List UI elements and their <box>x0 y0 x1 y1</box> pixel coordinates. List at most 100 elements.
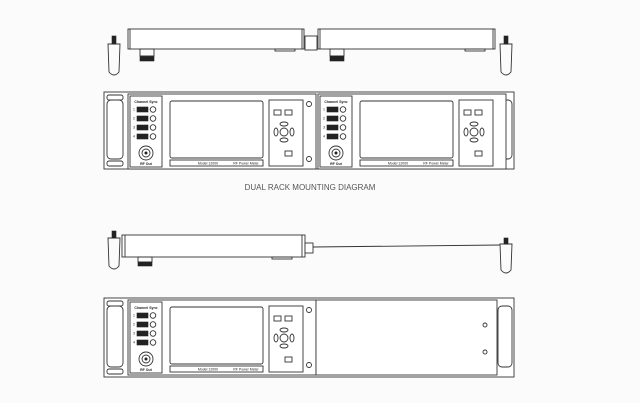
connector-label: RF Out <box>140 368 152 372</box>
up-button[interactable] <box>279 327 289 333</box>
display-screen <box>169 100 264 159</box>
center-bracket <box>304 35 318 51</box>
function-button[interactable] <box>284 109 293 116</box>
right-button[interactable] <box>289 333 295 343</box>
screw-icon <box>306 307 312 313</box>
single-side-view <box>107 230 513 274</box>
channel-display <box>136 106 149 113</box>
channel-number: 2 <box>323 117 325 121</box>
function-button[interactable] <box>284 315 293 322</box>
channel-number: 4 <box>133 135 135 139</box>
channel-display <box>136 312 149 319</box>
channel-knob[interactable] <box>149 312 157 319</box>
unit-body <box>121 234 306 258</box>
unit-body-right <box>317 28 496 50</box>
product-label: RF Power Meter <box>233 368 259 372</box>
display-screen <box>169 306 264 365</box>
left-button[interactable] <box>273 127 279 137</box>
foot <box>139 55 155 62</box>
product-label: RF Power Meter <box>233 162 259 166</box>
channel-knob[interactable] <box>149 330 157 337</box>
channel-number: 1 <box>133 108 135 112</box>
unit-body-left <box>127 28 305 50</box>
left-button[interactable] <box>463 127 469 137</box>
left-button[interactable] <box>273 333 279 343</box>
channel-number: 3 <box>323 126 325 130</box>
up-button[interactable] <box>279 121 289 127</box>
display-screen <box>359 100 454 159</box>
channel-label: Channel Sync <box>324 100 347 104</box>
channel-label: Channel Sync <box>134 306 157 310</box>
connector-label: RF Out <box>330 162 342 166</box>
screw-icon <box>306 362 312 368</box>
dual-front-view: Channel Sync 1 2 3 4 RF Out Model 12000 RF Powe… <box>103 91 515 170</box>
channel-knob[interactable] <box>339 133 347 140</box>
right-handle <box>499 43 513 76</box>
power-button[interactable] <box>284 150 293 157</box>
enter-button[interactable] <box>469 127 479 137</box>
channel-number: 2 <box>133 117 135 121</box>
control-panel <box>268 99 304 167</box>
rf-connector-icon <box>328 145 344 161</box>
channel-number: 1 <box>133 314 135 318</box>
down-button[interactable] <box>279 137 289 143</box>
right-button[interactable] <box>289 127 295 137</box>
channel-display <box>136 339 149 346</box>
function-button[interactable] <box>463 109 472 116</box>
channel-display <box>326 133 339 140</box>
down-button[interactable] <box>279 343 289 349</box>
connector-label: RF Out <box>140 162 152 166</box>
channel-display <box>136 321 149 328</box>
channel-knob[interactable] <box>149 133 157 140</box>
left-handle <box>107 43 121 76</box>
channel-knob[interactable] <box>339 124 347 131</box>
function-button[interactable] <box>273 109 282 116</box>
control-panel <box>268 305 304 373</box>
channel-display <box>136 133 149 140</box>
channel-display <box>326 106 339 113</box>
rf-connector-icon <box>138 145 154 161</box>
left-thumbscrew <box>111 35 117 45</box>
enter-button[interactable] <box>279 333 289 343</box>
rf-connector-icon <box>138 351 154 367</box>
blank-rail <box>312 244 501 248</box>
enter-button[interactable] <box>279 127 289 137</box>
blank-panel <box>315 299 498 376</box>
diagram-caption: DUAL RACK MOUNTING DIAGRAM <box>245 183 376 192</box>
model-label: Model 12000 <box>198 162 218 166</box>
screw-icon <box>306 156 312 162</box>
channel-number: 1 <box>323 108 325 112</box>
power-button[interactable] <box>474 150 483 157</box>
channel-display <box>136 330 149 337</box>
channel-number: 3 <box>133 126 135 130</box>
right-button[interactable] <box>479 127 485 137</box>
channel-display <box>136 124 149 131</box>
channel-display <box>326 115 339 122</box>
model-label: Model 12000 <box>388 162 408 166</box>
single-front-view: Channel Sync 1 2 3 4 RF Out Model 12000 RF Powe… <box>103 297 515 378</box>
channel-display <box>136 115 149 122</box>
channel-knob[interactable] <box>149 115 157 122</box>
up-button[interactable] <box>469 121 479 127</box>
down-button[interactable] <box>469 137 479 143</box>
power-button[interactable] <box>284 356 293 363</box>
channel-number: 4 <box>323 135 325 139</box>
control-panel <box>458 99 494 167</box>
function-button[interactable] <box>474 109 483 116</box>
channel-label: Channel Sync <box>134 100 157 104</box>
function-button[interactable] <box>273 315 282 322</box>
channel-number: 3 <box>133 332 135 336</box>
channel-knob[interactable] <box>149 106 157 113</box>
channel-number: 4 <box>133 341 135 345</box>
channel-knob[interactable] <box>339 115 347 122</box>
channel-knob[interactable] <box>339 106 347 113</box>
channel-knob[interactable] <box>149 339 157 346</box>
channel-number: 2 <box>133 323 135 327</box>
channel-knob[interactable] <box>149 124 157 131</box>
product-label: RF Power Meter <box>423 162 449 166</box>
screw-icon <box>306 101 312 107</box>
model-label: Model 12000 <box>198 368 218 372</box>
channel-knob[interactable] <box>149 321 157 328</box>
channel-display <box>326 124 339 131</box>
